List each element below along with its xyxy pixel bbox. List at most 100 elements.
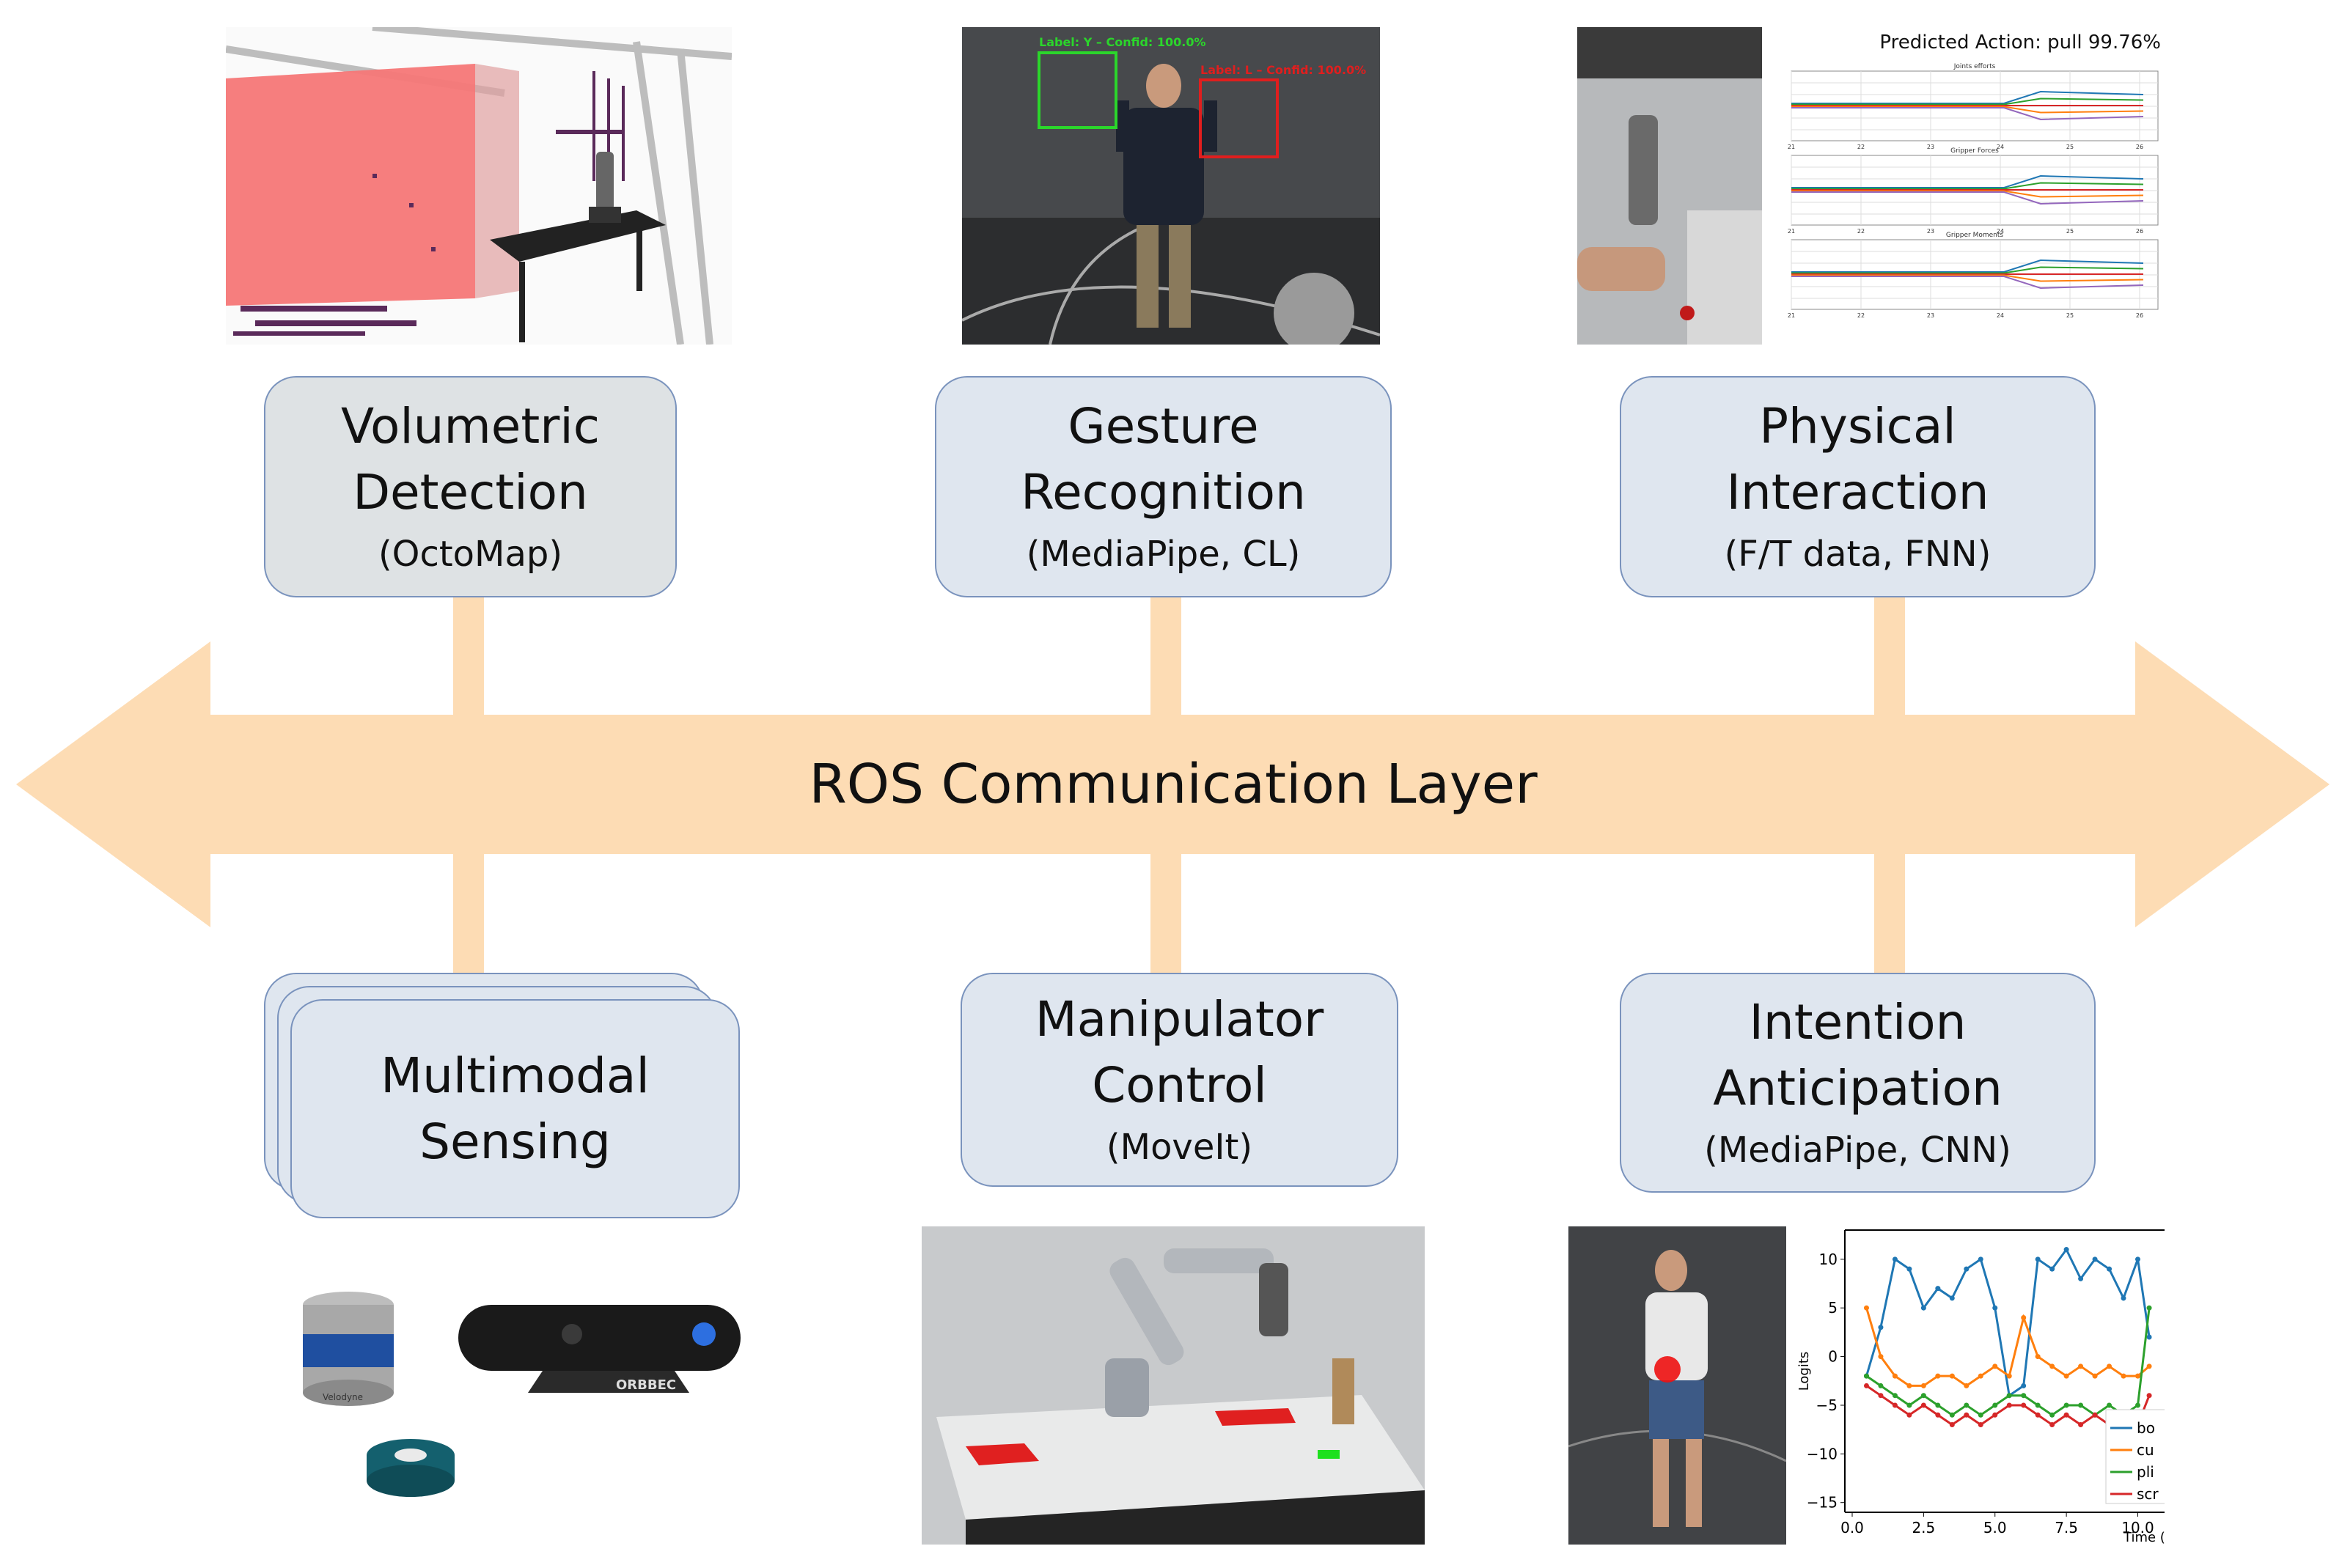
module-volumetric-detection: Volumetric Detection (OctoMap) [264,376,677,597]
camera-brand: ORBBEC [616,1377,676,1393]
module-title: Gesture [1068,398,1259,454]
module-title: Interaction [1726,464,1989,520]
module-title: Detection [353,464,588,520]
data-point [1863,1305,1869,1311]
double-arrow-shape [16,641,2330,927]
gesture-box-left [1038,51,1117,129]
data-point [2134,1373,2140,1379]
data-point [1978,1373,1983,1379]
legend-entry: cu [2137,1441,2154,1459]
anticipation-camera-image [1568,1226,1786,1545]
connector-volumetric [453,595,484,720]
octomap-render [226,27,732,345]
data-point [1949,1295,1955,1301]
y-tick-label: −10 [1807,1445,1838,1462]
tick-label: 21 [1788,312,1795,319]
data-point [1935,1373,1941,1379]
connector-anticipation [1874,850,1905,975]
person-torso [1123,108,1204,225]
data-point [2092,1373,2098,1379]
data-point [2006,1373,2012,1379]
module-title: Physical [1759,398,1956,454]
module-multimodal-sensing: Multimodal Sensing [290,999,740,1218]
y-tick-label: 0 [1828,1348,1838,1366]
data-point [1964,1412,1970,1418]
tick-label: 25 [2066,144,2074,150]
data-point [2092,1256,2098,1262]
sensors-image: Velodyne ORBBEC [293,1290,748,1510]
tick-label: 24 [1997,228,2004,235]
tick-label: 23 [1927,228,1934,235]
predicted-action: Predicted Action: pull 99.76% [1879,32,2161,54]
data-point [1949,1422,1955,1428]
series-line [1791,274,2144,282]
data-point [1863,1383,1869,1388]
series-line [1791,107,2144,121]
physical-interaction-image [1577,27,1762,345]
module-manipulator-control: Manipulator Control (MoveIt) [961,973,1398,1187]
legend-entry: scr [2137,1485,2159,1503]
tick-label: 23 [1927,144,1934,150]
y-tick-label: −15 [1807,1494,1838,1512]
data-point [1906,1383,1912,1388]
tick-label: 26 [2136,144,2143,150]
data-point [2063,1373,2069,1379]
data-point [2006,1393,2012,1399]
series-line [1791,174,2144,188]
data-point [1978,1256,1983,1262]
manipulator-image [922,1226,1425,1545]
data-point [2049,1363,2055,1369]
module-title: Recognition [1021,464,1306,520]
tick-label: 26 [2136,228,2143,235]
module-title: Anticipation [1713,1060,2003,1116]
gesture-label-left: Label: Y – Confid: 100.0% [1039,35,1206,49]
data-point [2035,1256,2041,1262]
robot-arm-icon [596,152,614,210]
data-point [2146,1393,2152,1399]
series-line [1791,266,2144,274]
data-point [2078,1422,2084,1428]
data-point [1935,1402,1941,1408]
data-point [1892,1393,1898,1399]
occupied-volume [226,64,475,306]
legend-entry: bo [2137,1419,2155,1437]
data-point [1906,1266,1912,1272]
module-subtitle: (MediaPipe, CNN) [1704,1130,2011,1171]
tick-label: 22 [1857,312,1865,319]
hand-landmarks [1654,1356,1681,1383]
data-point [2107,1266,2112,1272]
workbench [936,1395,1425,1520]
tick-label: 22 [1857,228,1865,235]
data-point [1878,1393,1884,1399]
series-line [1791,97,2144,106]
data-point [2146,1305,2152,1311]
legend-entry: pli [2137,1463,2154,1481]
x-tick-label: 0.0 [1840,1519,1864,1536]
data-point [1992,1412,1998,1418]
data-point [2121,1295,2126,1301]
tick-label: 25 [2066,312,2074,319]
data-point [2063,1412,2069,1418]
data-point [2049,1422,2055,1428]
y-tick-label: 10 [1819,1251,1838,1268]
data-point [2035,1412,2041,1418]
data-point [1935,1412,1941,1418]
gesture-camera-image: Label: Y – Confid: 100.0% Label: L – Con… [962,27,1380,345]
legend-box [2105,1409,2165,1504]
data-point [1920,1402,1926,1408]
data-point [2063,1402,2069,1408]
series-line [1791,190,2144,198]
tick-label: 26 [2136,312,2143,319]
tick-label: 22 [1857,144,1865,150]
data-point [2035,1402,2041,1408]
subplot-title: Joints efforts [1953,63,1996,70]
y-tick-label: −5 [1816,1396,1838,1414]
tick-label: 24 [1997,144,2004,150]
data-point [2021,1314,2027,1320]
data-point [2078,1363,2084,1369]
data-point [2107,1402,2112,1408]
connector-sensing [453,850,484,975]
lidar-brand: Velodyne [323,1392,363,1402]
data-point [1992,1305,1998,1311]
